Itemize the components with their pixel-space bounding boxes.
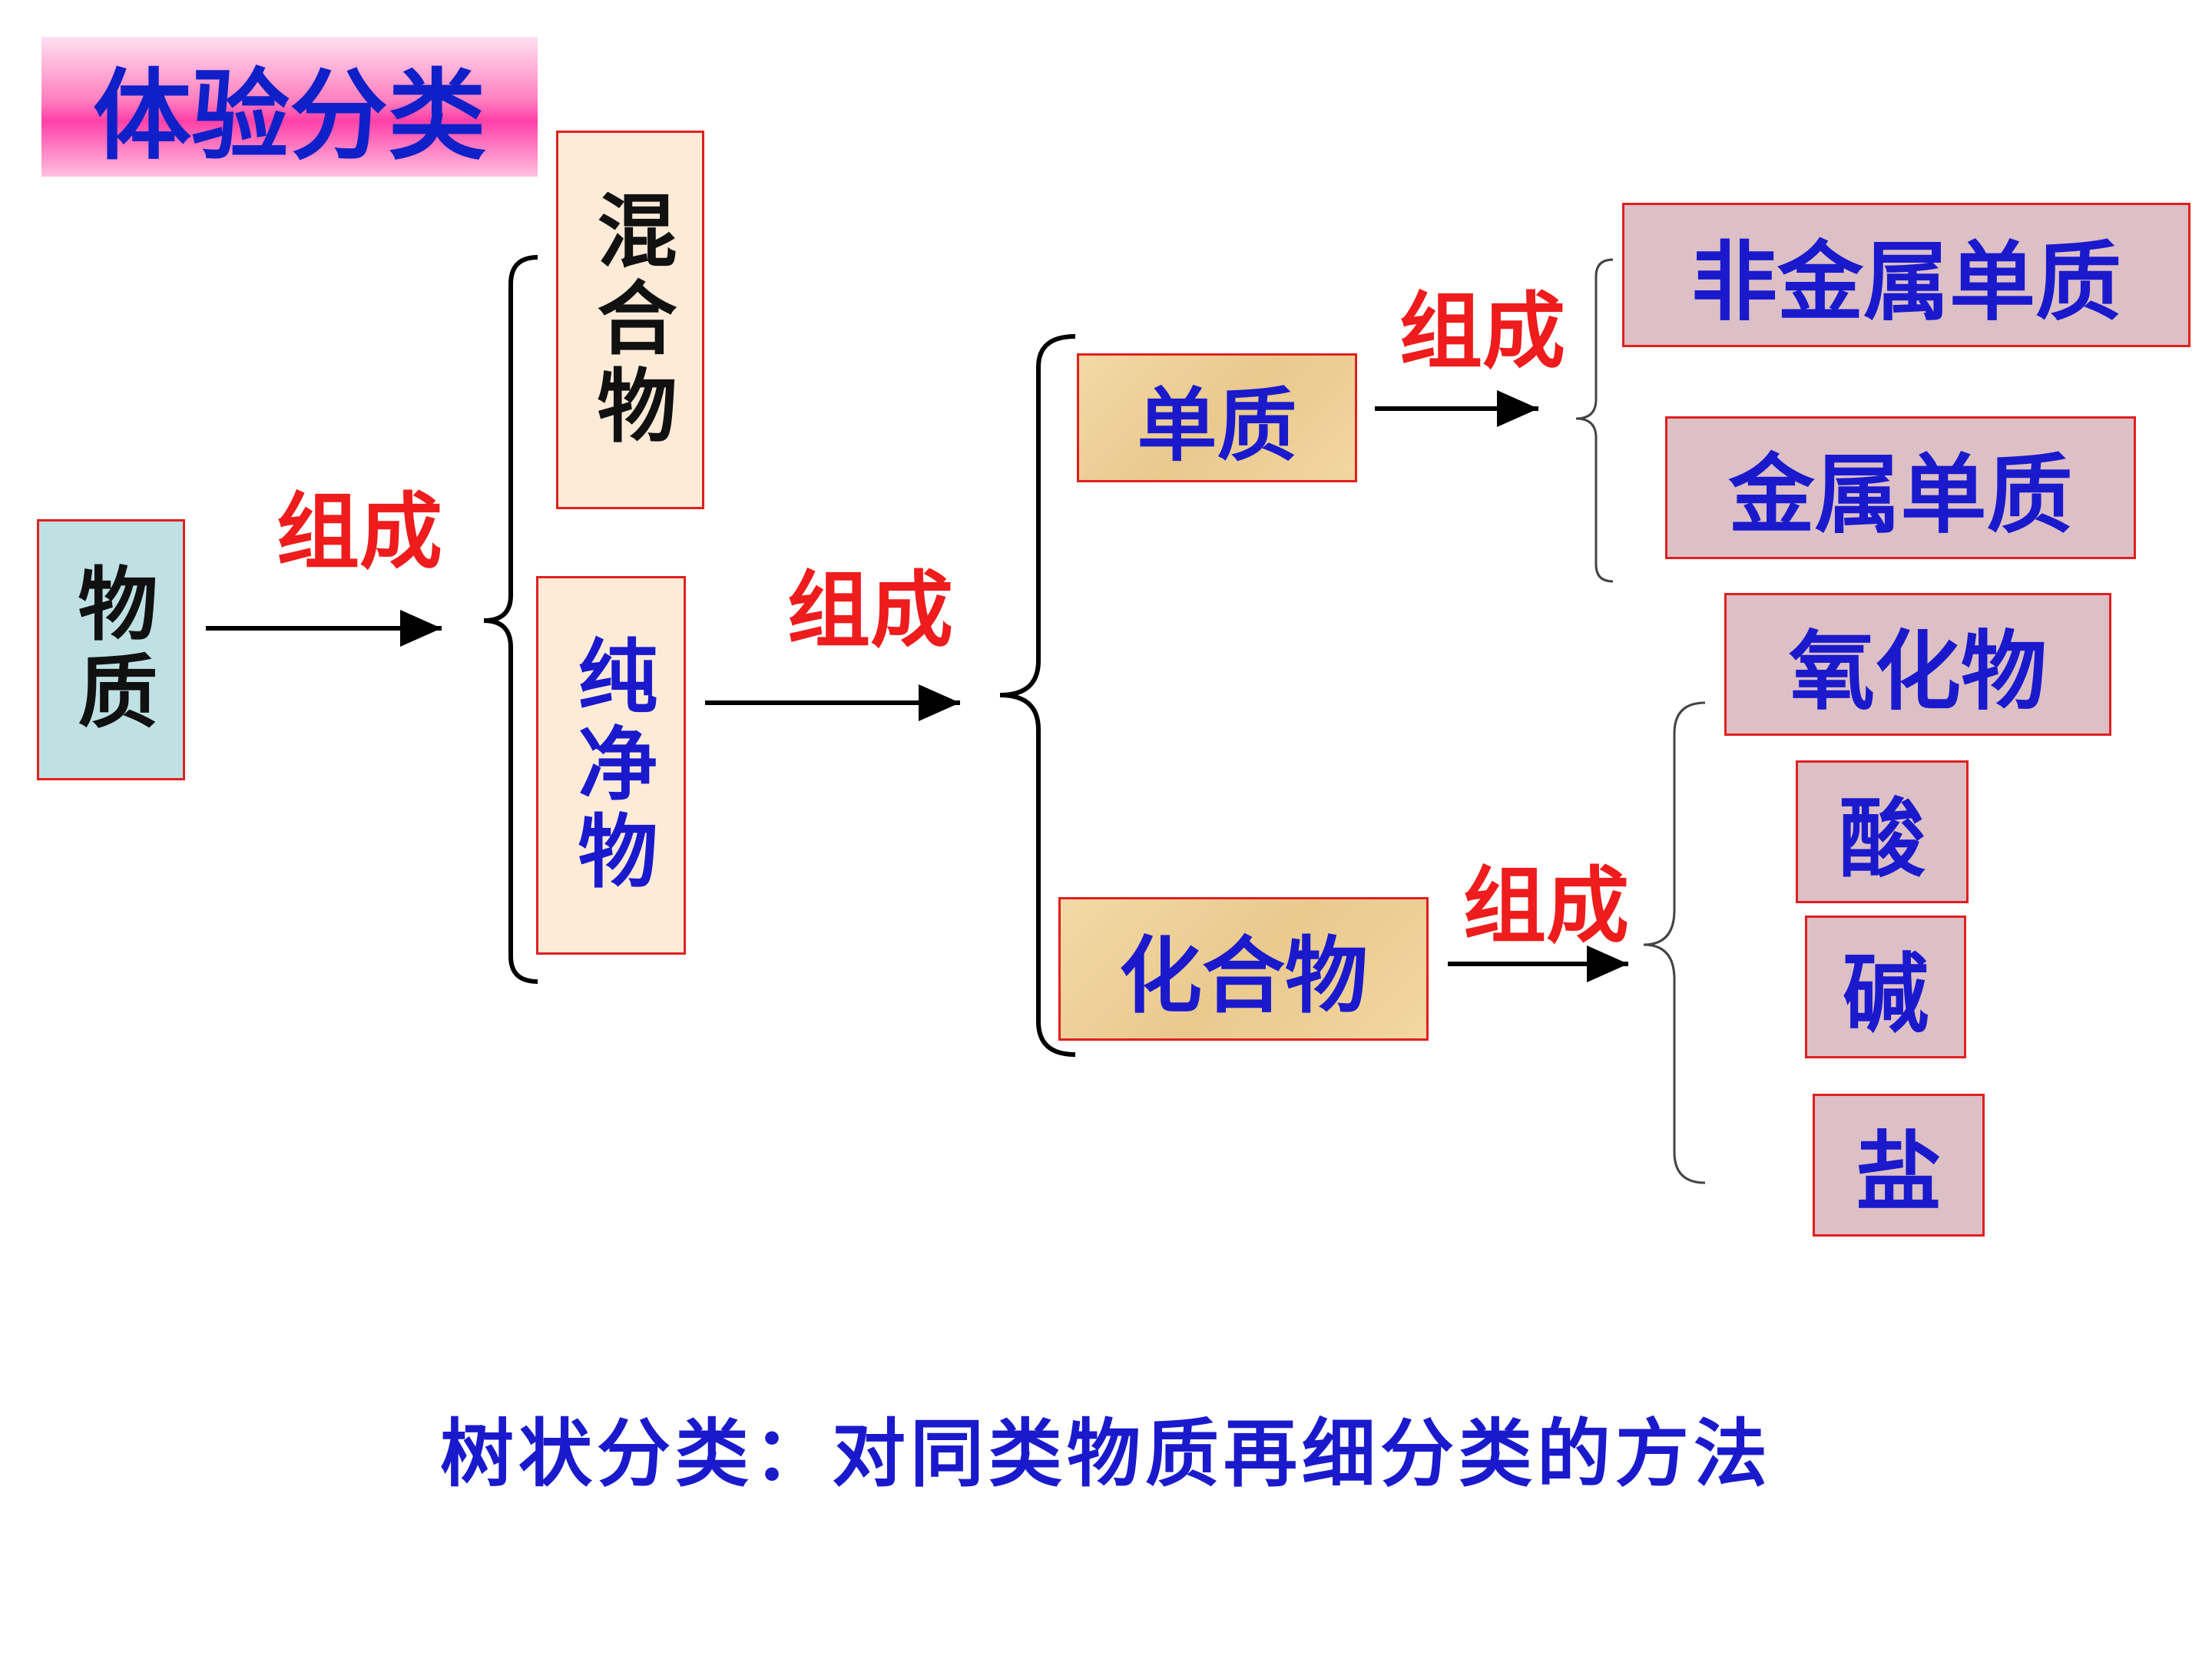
brace-pure: [999, 334, 1076, 1057]
node-nonmetal-label: 非金属单质: [1691, 232, 2121, 333]
node-acid-label: 酸: [1839, 789, 1926, 889]
brace-substance: [483, 255, 538, 984]
node-element: 单质: [1077, 353, 1357, 482]
node-pure-label: 纯净物: [564, 634, 658, 897]
node-compound-label: 化合物: [1118, 927, 1368, 1025]
node-mixture-label: 混合物: [583, 188, 677, 452]
edge-label-3: 组成: [1399, 283, 1566, 380]
node-base-label: 碱: [1843, 944, 1929, 1045]
brace-compound: [1643, 701, 1706, 1184]
node-acid: 酸: [1796, 760, 1969, 903]
node-compound: 化合物: [1058, 897, 1429, 1041]
node-substance: 物质: [37, 519, 185, 780]
node-pure: 纯净物: [536, 576, 686, 955]
node-metal: 金属单质: [1665, 416, 2136, 559]
node-salt-label: 盐: [1856, 1122, 1942, 1223]
edge-label-2: 组成: [787, 562, 954, 659]
node-salt: 盐: [1813, 1094, 1985, 1237]
node-substance-label: 物质: [64, 562, 158, 737]
caption: 树状分类：对同类物质再细分类的方法: [440, 1410, 1772, 1497]
node-element-label: 单质: [1137, 377, 1297, 472]
node-oxide-label: 氧化物: [1789, 621, 2047, 722]
node-metal-label: 金属单质: [1728, 445, 2073, 545]
edge-label-4: 组成: [1463, 858, 1630, 955]
edge-label-1: 组成: [276, 484, 443, 581]
node-oxide: 氧化物: [1724, 593, 2111, 736]
page-title: 体验分类: [92, 58, 486, 174]
node-base: 碱: [1805, 916, 1966, 1058]
node-nonmetal: 非金属单质: [1622, 203, 2190, 347]
brace-element: [1575, 258, 1614, 583]
node-mixture: 混合物: [556, 131, 704, 509]
title-banner: 体验分类: [41, 37, 538, 177]
